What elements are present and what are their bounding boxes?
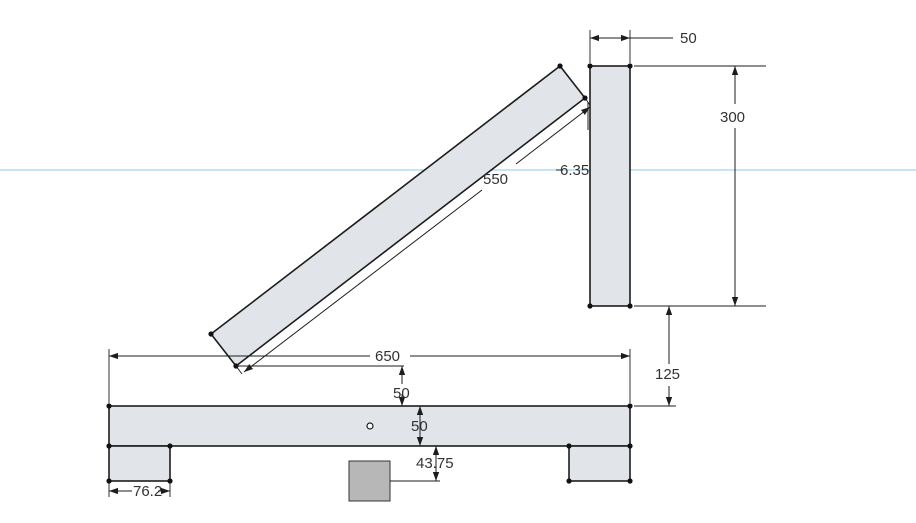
reference-block[interactable]	[348, 460, 391, 502]
dim-post-width[interactable]: 50	[589, 30, 697, 63]
center-point[interactable]	[366, 422, 374, 430]
dim-base-height[interactable]: 50	[411, 406, 428, 446]
svg-text:43.75: 43.75	[416, 455, 454, 472]
svg-text:50: 50	[680, 30, 697, 47]
dim-foot-width[interactable]: 76.2	[108, 483, 171, 500]
dim-base-length[interactable]: 650	[108, 348, 631, 403]
dim-post-height[interactable]: 300	[634, 65, 766, 307]
right-foot[interactable]	[568, 445, 631, 482]
svg-text:125: 125	[655, 366, 680, 383]
dim-gap-height[interactable]: 125	[634, 306, 680, 407]
svg-text:650: 650	[375, 348, 400, 365]
svg-text:50: 50	[411, 418, 428, 435]
svg-text:300: 300	[720, 109, 745, 126]
svg-text:76.2: 76.2	[133, 483, 162, 500]
dim-block-offset[interactable]: 43.75	[390, 446, 454, 482]
dim-brace-offset[interactable]: 6.35	[556, 102, 589, 179]
dim-brace-length[interactable]: 550	[235, 97, 591, 375]
svg-text:6.35: 6.35	[560, 162, 589, 179]
sketch-vertices	[106, 63, 633, 484]
svg-text:50: 50	[393, 385, 410, 402]
left-foot[interactable]	[108, 445, 171, 482]
diagonal-brace[interactable]	[209, 64, 587, 368]
svg-text:550: 550	[483, 171, 508, 188]
vertical-post[interactable]	[589, 65, 631, 307]
dim-top-offset[interactable]: 50	[236, 365, 410, 406]
